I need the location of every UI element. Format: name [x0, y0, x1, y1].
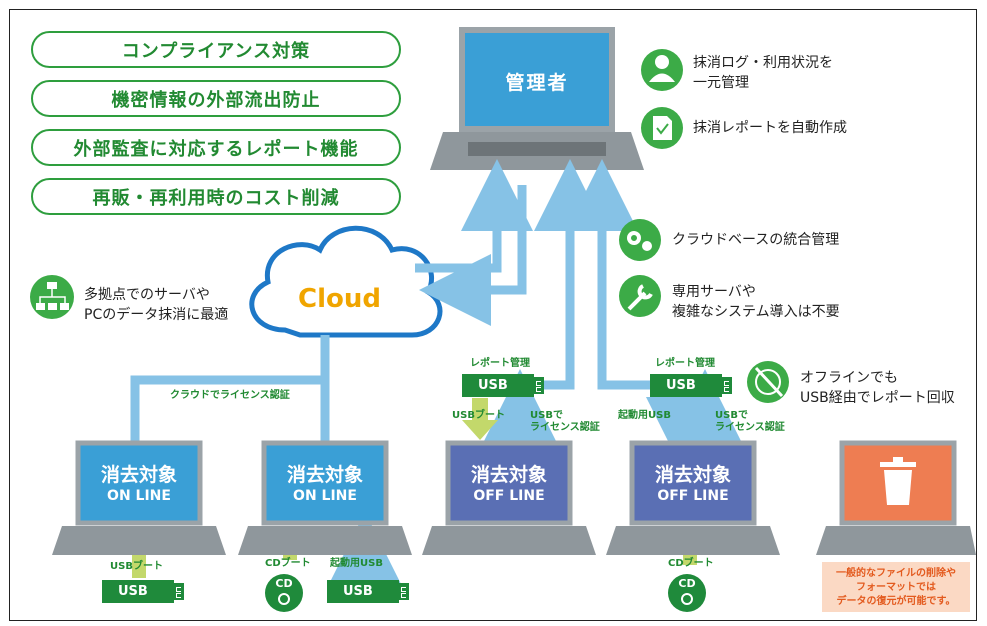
label-usb-boot-offline: USBブート — [452, 410, 505, 421]
cd-disc-1: CD — [265, 574, 303, 612]
label-usb-license-2: USBで ライセンス認証 — [715, 410, 785, 433]
label-cd-boot-1: CDブート — [265, 558, 311, 569]
target-state-2: ON LINE — [293, 488, 357, 504]
license-label: クラウドでライセンス認証 — [170, 390, 290, 401]
target-title-2: 消去対象 — [286, 464, 363, 486]
laptop-offline-1 — [422, 440, 596, 555]
feature-leak-prevention: 機密情報の外部流出防止 — [31, 80, 401, 117]
laptop-online-2 — [238, 440, 412, 555]
diagram-frame — [9, 9, 977, 621]
trash-icon — [880, 457, 916, 505]
cloud-note-integrated: クラウドベースの統合管理 — [672, 232, 840, 248]
label-usb-boot-online: USBブート — [110, 561, 163, 572]
offline-note: オフラインでも USB経由でレポート回収 — [800, 370, 955, 406]
icon-graphics — [30, 49, 789, 403]
target-title-4: 消去対象 — [654, 464, 731, 486]
feature-audit-report: 外部監査に対応するレポート機能 — [31, 129, 401, 166]
usb-report-2: USB — [650, 374, 732, 397]
target-state-1: ON LINE — [107, 488, 171, 504]
feature-cost-reduction: 再販・再利用時のコスト削減 — [31, 178, 401, 215]
label-boot-usb-online: 起動用USB — [330, 558, 383, 569]
label-boot-usb-offline: 起動用USB — [618, 410, 671, 421]
usb-boot-online: USB — [102, 580, 184, 603]
cloud-label: Cloud — [298, 284, 381, 314]
laptops — [52, 440, 976, 555]
label-usb-license-1: USBで ライセンス認証 — [530, 410, 600, 433]
feature-compliance: コンプライアンス対策 — [31, 31, 401, 68]
laptop-trash — [816, 440, 976, 555]
report-mgmt-label-1: レポート管理 — [470, 358, 530, 369]
connection-lines — [130, 159, 741, 584]
warning-note: 一般的なファイルの削除や フォーマットでは データの復元が可能です。 — [822, 562, 970, 612]
usb-report-1: USB — [462, 374, 544, 397]
multisite-note: 多拠点でのサーバや PCのデータ抹消に最適 — [84, 287, 229, 323]
admin-label: 管理者 — [505, 72, 569, 94]
target-state-4: OFF LINE — [657, 488, 729, 504]
report-mgmt-label-2: レポート管理 — [655, 358, 715, 369]
cd-disc-2: CD — [668, 574, 706, 612]
laptop-online-1 — [52, 440, 226, 555]
cloud-shape — [249, 225, 443, 338]
target-title-1: 消去対象 — [100, 464, 177, 486]
usb-boot-usb: USB — [327, 580, 409, 603]
laptop-offline-2 — [606, 440, 780, 555]
admin-note-report: 抹消レポートを自動作成 — [693, 120, 847, 136]
cloud-note-no-server: 専用サーバや 複雑なシステム導入は不要 — [672, 284, 840, 320]
admin-note-log: 抹消ログ・利用状況を 一元管理 — [693, 55, 833, 91]
target-state-3: OFF LINE — [473, 488, 545, 504]
target-title-3: 消去対象 — [470, 464, 547, 486]
admin-laptop — [430, 27, 644, 170]
label-cd-boot-2: CDブート — [668, 558, 714, 569]
